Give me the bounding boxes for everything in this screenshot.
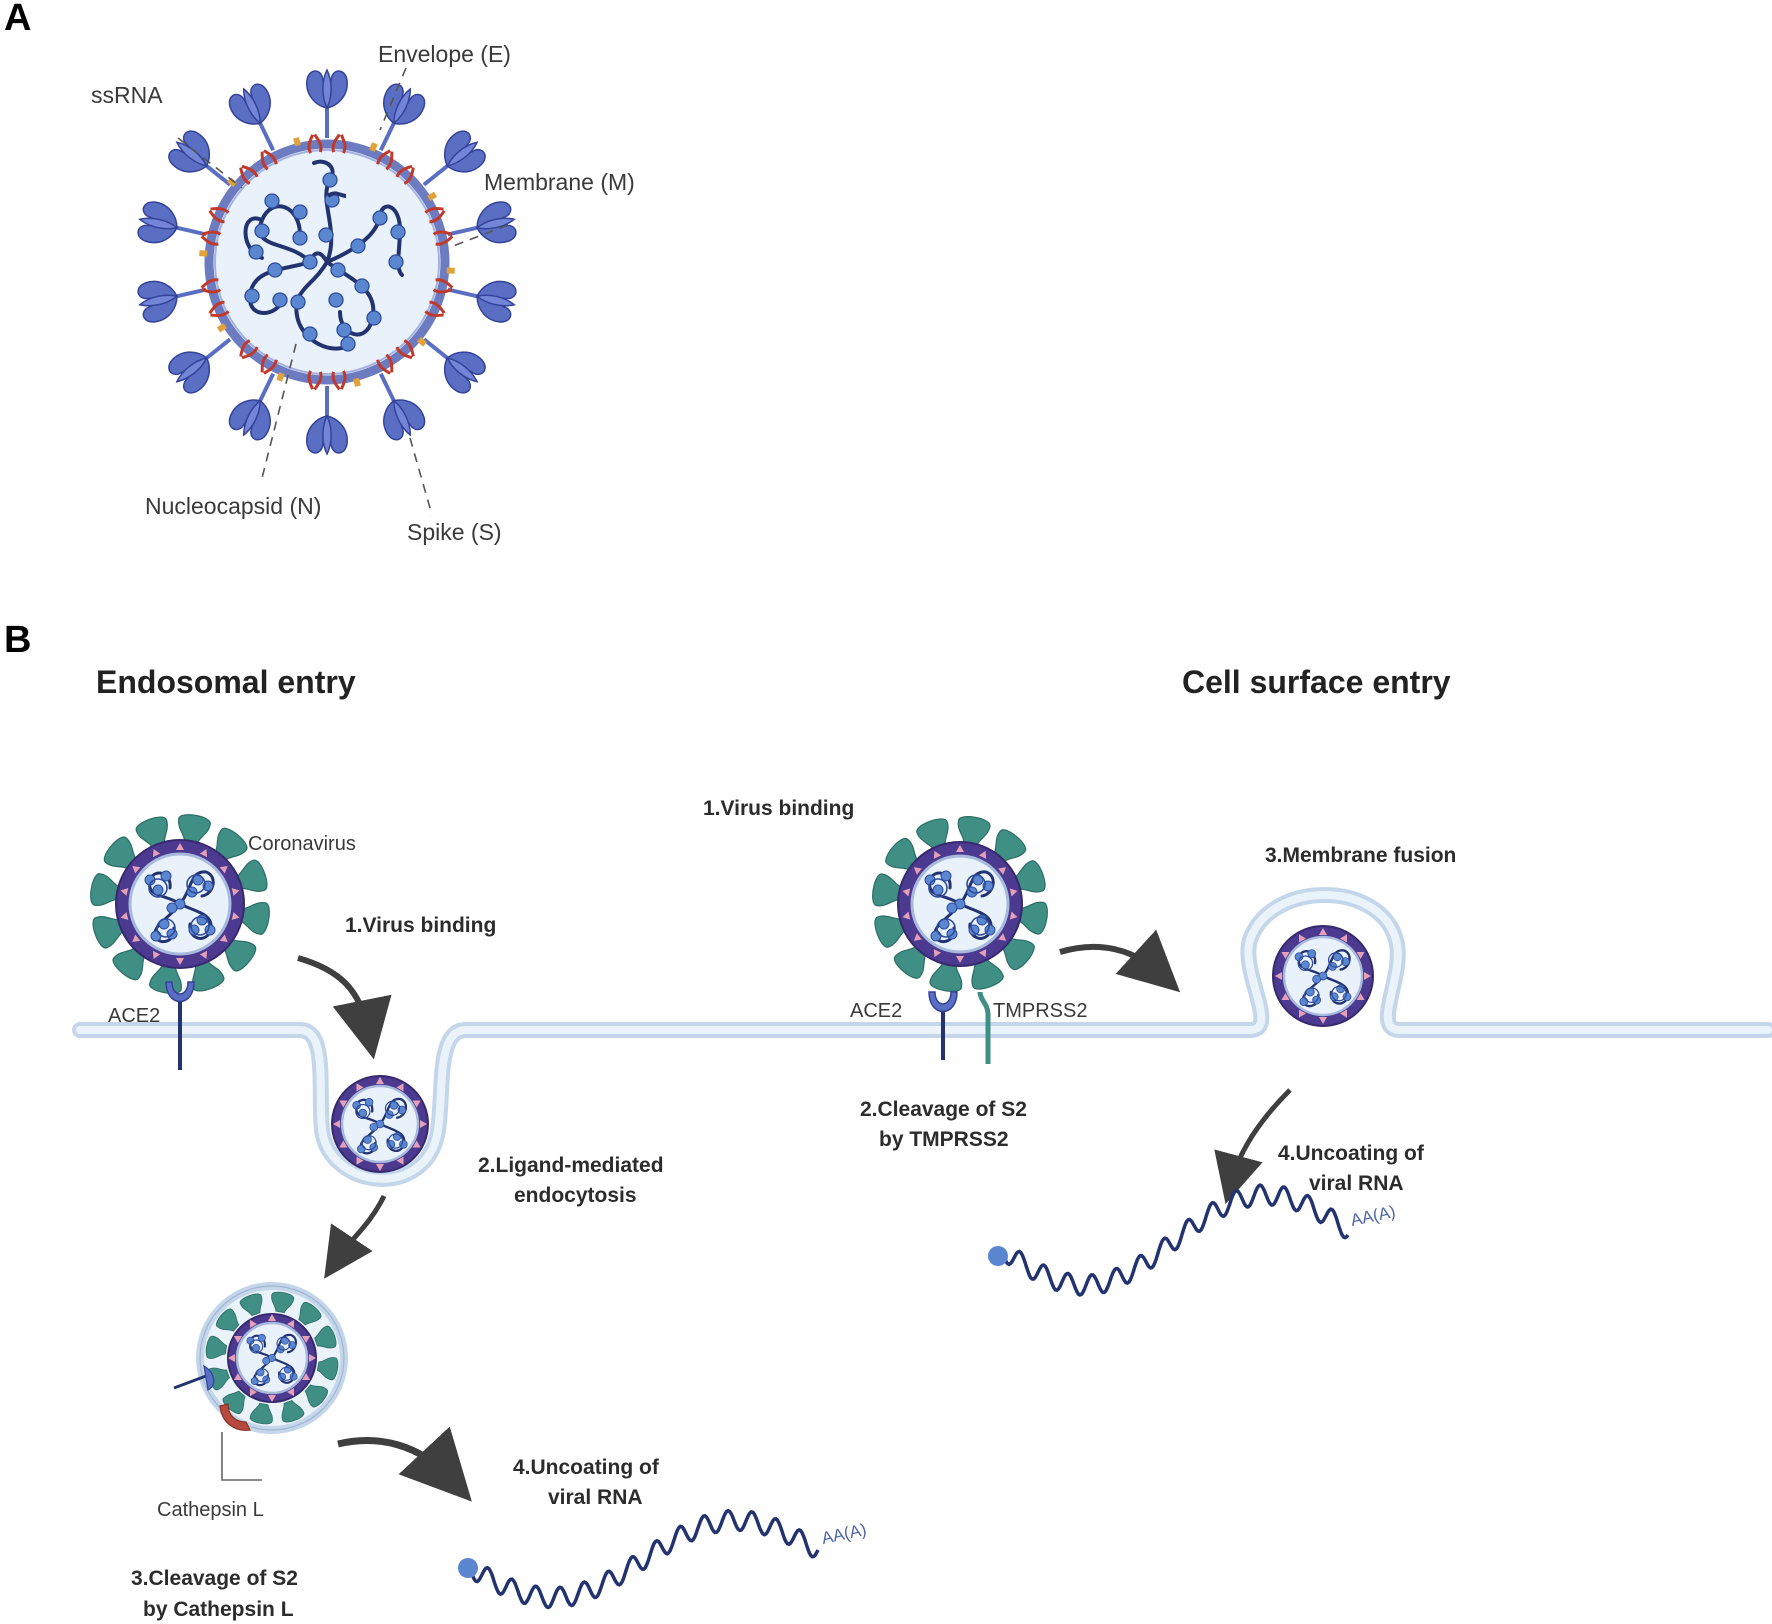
virion-structure (133, 68, 521, 456)
membrane-proteins (199, 132, 455, 392)
label-spike: Spike (S) (407, 519, 502, 545)
spike-protein (360, 362, 431, 446)
step2-surface-line1: 2.Cleavage of S2 (860, 1098, 1027, 1121)
endosome (173, 1282, 348, 1434)
spike-protein (304, 68, 350, 140)
spike-protein (441, 197, 521, 257)
panel-b-letter: B (4, 619, 31, 661)
tmprss2-protease (977, 991, 991, 1064)
label-nucleocapsid: Nucleocapsid (N) (145, 493, 321, 519)
leader-lines (177, 67, 509, 516)
spike-protein (133, 197, 213, 257)
step2-endosomal-line2: endocytosis (514, 1184, 637, 1207)
step2-surface-line2: by TMPRSS2 (879, 1128, 1009, 1151)
label-coronavirus: Coronavirus (248, 833, 356, 855)
virus-fusing (1272, 925, 1374, 1027)
cell-membrane (72, 887, 1772, 1187)
viral-rna-surface: AA(A) (988, 1183, 1397, 1297)
step3-endosomal-line2: by Cathepsin L (143, 1598, 294, 1621)
cathepsin-l-protein (219, 1403, 251, 1431)
label-tmprss2: TMPRSS2 (993, 1000, 1087, 1022)
rna-cap-endosomal (458, 1558, 478, 1578)
step4-surface-line1: 4.Uncoating of (1278, 1142, 1425, 1165)
label-ace2-surface: ACE2 (850, 1000, 902, 1022)
panel-a-letter: A (4, 0, 31, 39)
coronavirus-surface (869, 813, 1051, 995)
step4-endosomal-line2: viral RNA (548, 1486, 643, 1509)
arrow-uncoating-surface (1214, 1088, 1292, 1205)
step1-surface: 1.Virus binding (703, 797, 854, 820)
label-ssrna: ssRNA (91, 82, 163, 108)
heading-cell-surface-entry: Cell surface entry (1182, 664, 1451, 700)
coronavirus-free (87, 811, 273, 997)
arrow-uncoating-endosomal (337, 1426, 472, 1502)
polya-surface: AA(A) (1349, 1202, 1397, 1230)
panel-b: B Endosomal entry Cell surface entry Cor… (4, 619, 1772, 1621)
spike-protein (304, 384, 350, 456)
arrow-endocytosis (324, 1194, 387, 1279)
label-cathepsin-l: Cathepsin L (157, 1499, 264, 1521)
step3-endosomal-line1: 3.Cleavage of S2 (131, 1567, 298, 1590)
cathepsin-leader (221, 1432, 262, 1481)
polya-endosomal: AA(A) (820, 1520, 868, 1548)
step4-endosomal-line1: 4.Uncoating of (513, 1456, 660, 1479)
label-ace2-endosomal: ACE2 (108, 1005, 160, 1027)
endosomal-entry: Coronavirus ACE2 1.Virus binding 2.Ligan… (87, 811, 868, 1621)
step2-endosomal-line1: 2.Ligand-mediated (478, 1154, 664, 1177)
heading-endosomal-entry: Endosomal entry (96, 664, 356, 700)
arrow-binding-surface (1059, 929, 1181, 993)
rna-cap-surface (988, 1246, 1008, 1266)
virus-in-pit (331, 1075, 429, 1173)
spike-protein (133, 267, 213, 327)
ace2-receptor-surface (928, 991, 958, 1060)
step3-surface: 3.Membrane fusion (1265, 844, 1456, 867)
viral-rna-endosomal: AA(A) (458, 1508, 868, 1610)
arrow-binding-endosomal (297, 955, 392, 1060)
step1-endosomal: 1.Virus binding (345, 914, 496, 937)
step4-surface-line2: viral RNA (1309, 1172, 1404, 1195)
ace2-receptor-endosomal (165, 981, 195, 1070)
spike-protein (223, 78, 294, 162)
spike-protein (441, 267, 521, 327)
panel-a: A (4, 0, 635, 545)
label-envelope: Envelope (E) (378, 41, 511, 67)
cell-surface-entry: 1.Virus binding ACE2 TMPRSS2 2.Cleavage … (703, 797, 1456, 1297)
label-membrane: Membrane (M) (484, 169, 635, 195)
